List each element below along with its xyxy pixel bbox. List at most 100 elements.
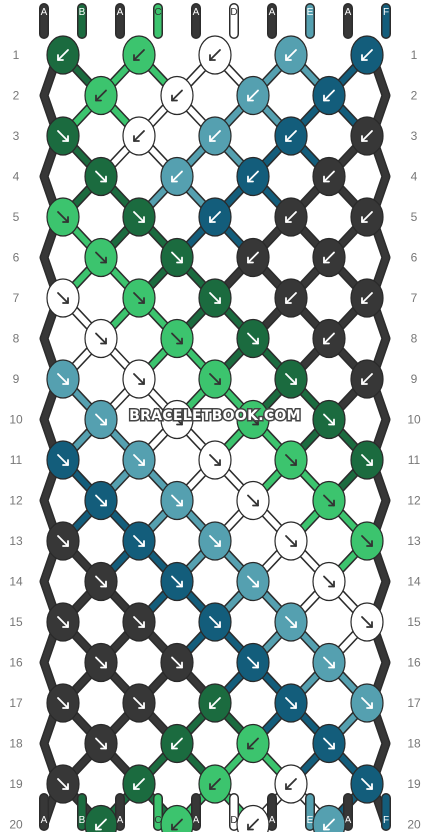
bottom-strand-label: F	[383, 815, 389, 826]
knot-arrowhead	[361, 378, 368, 385]
knot-shape	[312, 804, 346, 832]
knot	[84, 561, 118, 602]
knot-arrowhead	[247, 256, 254, 264]
knot-arrowhead	[62, 216, 69, 223]
knot-arrowhead	[328, 499, 335, 507]
knot-arrowhead	[361, 216, 368, 223]
bottom-strand-label: A	[117, 815, 124, 826]
knot-arrow-se-icon	[133, 292, 145, 304]
knot-arrowhead	[100, 418, 107, 426]
knot-arrow-sw-icon	[247, 818, 259, 831]
knot	[160, 399, 194, 440]
knot-arrowhead	[176, 418, 183, 426]
knot-arrow-sw-icon	[95, 89, 107, 102]
knot-arrowhead	[100, 580, 107, 588]
knot-arrow-se-icon	[57, 454, 69, 466]
row-number-left: 11	[10, 453, 23, 467]
knot	[160, 723, 194, 764]
knot	[160, 480, 194, 521]
row-number-right: 13	[407, 534, 421, 548]
knot-arrowhead	[285, 297, 292, 304]
knot	[160, 642, 194, 683]
top-strand-label: D	[230, 7, 237, 18]
row-number-left: 12	[9, 494, 23, 508]
knot-arrow-se-icon	[285, 454, 297, 466]
knot-arrow-se-icon	[285, 697, 297, 709]
knot-arrow-sw-icon	[361, 49, 373, 61]
knot-arrow-se-icon	[57, 373, 69, 385]
knot-arrowhead	[285, 54, 292, 61]
knot-arrowhead	[285, 216, 292, 223]
knot-arrowhead	[252, 580, 259, 588]
knot-arrow-se-icon	[133, 616, 145, 628]
top-strand-label: E	[307, 7, 314, 18]
knot-arrowhead	[171, 823, 178, 831]
knot-arrowhead	[366, 540, 373, 547]
knot-arrow-sw-icon	[361, 211, 373, 223]
knot	[198, 602, 232, 642]
knot-shape	[84, 804, 118, 832]
top-strand-label: A	[345, 7, 352, 18]
knot	[122, 116, 156, 156]
row-number-right: 8	[411, 332, 418, 346]
knot-arrowhead	[95, 94, 102, 102]
knot-arrowhead	[100, 256, 107, 264]
knot-arrow-sw-icon	[361, 292, 373, 304]
knot	[122, 764, 156, 804]
knot-arrowhead	[100, 499, 107, 507]
top-strand-label: A	[41, 7, 48, 18]
knot-arrowhead	[62, 297, 69, 304]
bottom-strand-label: A	[193, 815, 200, 826]
knot-arrow-se-icon	[323, 575, 335, 588]
knot	[274, 116, 308, 156]
knot	[236, 642, 270, 683]
knot	[84, 723, 118, 764]
knot-arrowhead	[209, 216, 216, 223]
knot-arrowhead	[214, 378, 221, 385]
knot	[274, 683, 308, 723]
knot-arrow-sw-icon	[133, 778, 145, 790]
row-number-right: 12	[407, 494, 421, 508]
knot-arrow-se-icon	[361, 778, 373, 790]
knot	[84, 642, 118, 683]
knot-arrowhead	[133, 783, 140, 790]
knot-arrowhead	[209, 54, 216, 61]
row-number-right: 19	[407, 777, 421, 791]
knot-arrowhead	[361, 54, 368, 61]
row-number-left: 18	[9, 737, 23, 751]
knot	[198, 764, 232, 804]
knot-arrow-se-icon	[133, 373, 145, 385]
knot-arrowhead	[328, 661, 335, 669]
knot	[312, 642, 346, 683]
knot-arrowhead	[247, 742, 254, 750]
knot	[350, 602, 384, 642]
knot-arrow-se-icon	[209, 616, 221, 628]
knot	[84, 75, 118, 116]
knot	[350, 278, 384, 318]
knot	[46, 197, 80, 237]
row-number-left: 10	[9, 413, 23, 427]
knot-arrowhead	[361, 135, 368, 142]
knot-arrow-se-icon	[133, 454, 145, 466]
knot-arrowhead	[214, 621, 221, 628]
knot-arrowhead	[361, 297, 368, 304]
knot	[274, 359, 308, 399]
row-number-left: 6	[13, 251, 20, 265]
bottom-strand-label: A	[269, 815, 276, 826]
knot-arrowhead	[171, 742, 178, 750]
knot-arrow-se-icon	[209, 535, 221, 547]
knot-arrowhead	[290, 702, 297, 709]
knot-arrow-se-icon	[171, 494, 183, 507]
knot	[236, 723, 270, 764]
row-number-left: 14	[9, 575, 23, 589]
knot-arrowhead	[290, 378, 297, 385]
row-number-left: 8	[13, 332, 20, 346]
knot-arrowhead	[176, 256, 183, 264]
knot	[312, 804, 346, 832]
row-number-left: 3	[13, 129, 20, 143]
knot	[274, 521, 308, 561]
row-number-right: 16	[407, 656, 421, 670]
knot-arrow-se-icon	[209, 292, 221, 304]
knot-arrow-sw-icon	[171, 89, 183, 102]
knot	[46, 35, 80, 75]
